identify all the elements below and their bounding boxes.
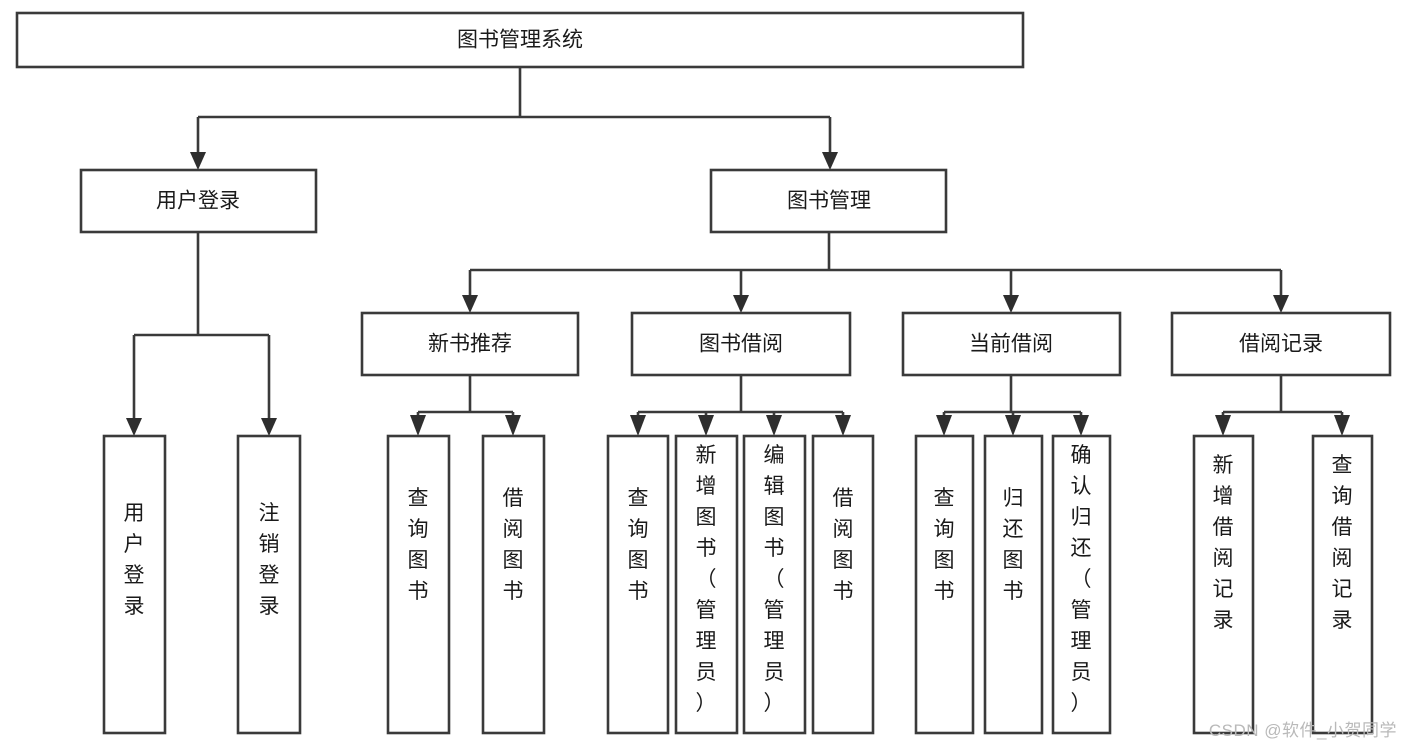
- arrow-icon: [126, 418, 142, 436]
- leaf-borrow-record-add-label: 新增借阅记录: [1213, 454, 1234, 632]
- leaf-new-book-query-label: 查询图书: [408, 487, 429, 603]
- node-current-borrow-box[interactable]: [901, 311, 1122, 377]
- leaf-current-borrow-confirm[interactable]: 确认归还（管理员）: [1051, 434, 1112, 735]
- leaf-borrow-record-query-label: 查询借阅记录: [1332, 454, 1353, 632]
- arrow-icon: [698, 415, 714, 436]
- arrow-icon: [190, 152, 206, 170]
- leaf-book-borrow-query[interactable]: 查询图书: [606, 434, 670, 735]
- leaf-current-borrow-query[interactable]: 查询图书: [914, 434, 975, 735]
- arrow-icon: [261, 418, 277, 436]
- node-root-box[interactable]: [15, 11, 1025, 69]
- node-root[interactable]: 图书管理系统: [15, 11, 1025, 69]
- node-book-management-label: 图书管理: [787, 190, 871, 213]
- arrow-icon: [936, 415, 952, 436]
- leaf-user-login-logout[interactable]: 注销登录: [236, 434, 302, 735]
- leaf-book-borrow-edit-label: 编辑图书（管理员）: [764, 444, 785, 715]
- csdn-watermark: CSDN @软件_小贺同学: [1208, 721, 1397, 740]
- leaf-book-borrow-edit[interactable]: 编辑图书（管理员）: [742, 434, 807, 735]
- node-user-login[interactable]: 用户登录: [79, 168, 318, 234]
- arrow-icon: [505, 415, 521, 436]
- connector-book-borrow-to-leaves: [630, 375, 851, 436]
- leaf-borrow-record-query[interactable]: 查询借阅记录: [1311, 434, 1374, 735]
- leaf-book-borrow-add-label: 新增图书（管理员）: [696, 444, 717, 715]
- arrow-icon: [1215, 415, 1231, 436]
- connector-root-to-level2: [190, 67, 838, 170]
- arrow-icon: [1005, 415, 1021, 436]
- leaf-current-borrow-return-box[interactable]: [983, 434, 1044, 735]
- connector-book-management-to-level3: [462, 232, 1289, 313]
- arrow-icon: [1273, 295, 1289, 313]
- connector-current-borrow-to-leaves: [936, 375, 1089, 436]
- leaf-user-login-logout-label: 注销登录: [259, 502, 280, 618]
- connector-user-login-to-leaves: [126, 232, 277, 436]
- node-book-borrow[interactable]: 图书借阅: [630, 311, 852, 377]
- node-user-login-box[interactable]: [79, 168, 318, 234]
- leaf-book-borrow-add-box[interactable]: [674, 434, 739, 735]
- leaf-new-book-borrow-box[interactable]: [481, 434, 546, 735]
- leaf-user-login-login-label: 用户登录: [124, 502, 145, 618]
- arrow-icon: [462, 295, 478, 313]
- leaf-new-book-query-box[interactable]: [386, 434, 451, 735]
- arrow-icon: [1334, 415, 1350, 436]
- node-user-login-label: 用户登录: [156, 190, 240, 213]
- node-new-book-recommend-box[interactable]: [360, 311, 580, 377]
- leaf-book-borrow-borrow-label: 借阅图书: [833, 487, 854, 603]
- leaf-borrow-record-add-box[interactable]: [1192, 434, 1255, 735]
- node-borrow-record[interactable]: 借阅记录: [1170, 311, 1392, 377]
- connector-new-book-recommend-to-leaves: [410, 375, 521, 436]
- leaf-current-borrow-query-label: 查询图书: [934, 487, 955, 603]
- leaf-book-borrow-borrow-box[interactable]: [811, 434, 875, 735]
- leaf-borrow-record-add[interactable]: 新增借阅记录: [1192, 434, 1255, 735]
- node-new-book-recommend[interactable]: 新书推荐: [360, 311, 580, 377]
- arrow-icon: [1073, 415, 1089, 436]
- node-book-borrow-label: 图书借阅: [699, 333, 783, 356]
- arrow-icon: [1003, 295, 1019, 313]
- arrow-icon: [835, 415, 851, 436]
- leaf-book-borrow-add[interactable]: 新增图书（管理员）: [674, 434, 739, 735]
- node-current-borrow[interactable]: 当前借阅: [901, 311, 1122, 377]
- leaf-borrow-record-query-box[interactable]: [1311, 434, 1374, 735]
- leaf-book-borrow-edit-box[interactable]: [742, 434, 807, 735]
- node-new-book-recommend-label: 新书推荐: [428, 333, 512, 356]
- connector-borrow-record-to-leaves: [1215, 375, 1350, 436]
- leaf-new-book-borrow-label: 借阅图书: [503, 487, 524, 603]
- leaf-new-book-borrow[interactable]: 借阅图书: [481, 434, 546, 735]
- leaf-current-borrow-confirm-label: 确认归还（管理员）: [1071, 444, 1092, 715]
- leaf-user-login-login[interactable]: 用户登录: [102, 434, 167, 735]
- arrow-icon: [822, 152, 838, 170]
- leaf-user-login-login-box[interactable]: [102, 434, 167, 735]
- arrow-icon: [766, 415, 782, 436]
- arrow-icon: [733, 295, 749, 313]
- node-current-borrow-label: 当前借阅: [969, 333, 1053, 356]
- arrow-icon: [410, 415, 426, 436]
- leaf-current-borrow-return-label: 归还图书: [1003, 487, 1024, 603]
- node-book-management[interactable]: 图书管理: [709, 168, 948, 234]
- leaf-current-borrow-query-box[interactable]: [914, 434, 975, 735]
- leaf-book-borrow-query-label: 查询图书: [628, 487, 649, 603]
- leaf-new-book-query[interactable]: 查询图书: [386, 434, 451, 735]
- node-borrow-record-label: 借阅记录: [1239, 333, 1323, 356]
- leaf-book-borrow-query-box[interactable]: [606, 434, 670, 735]
- arrow-icon: [630, 415, 646, 436]
- node-root-label: 图书管理系统: [457, 29, 583, 52]
- leaf-current-borrow-return[interactable]: 归还图书: [983, 434, 1044, 735]
- leaf-current-borrow-confirm-box[interactable]: [1051, 434, 1112, 735]
- leaf-user-login-logout-box[interactable]: [236, 434, 302, 735]
- leaf-book-borrow-borrow[interactable]: 借阅图书: [811, 434, 875, 735]
